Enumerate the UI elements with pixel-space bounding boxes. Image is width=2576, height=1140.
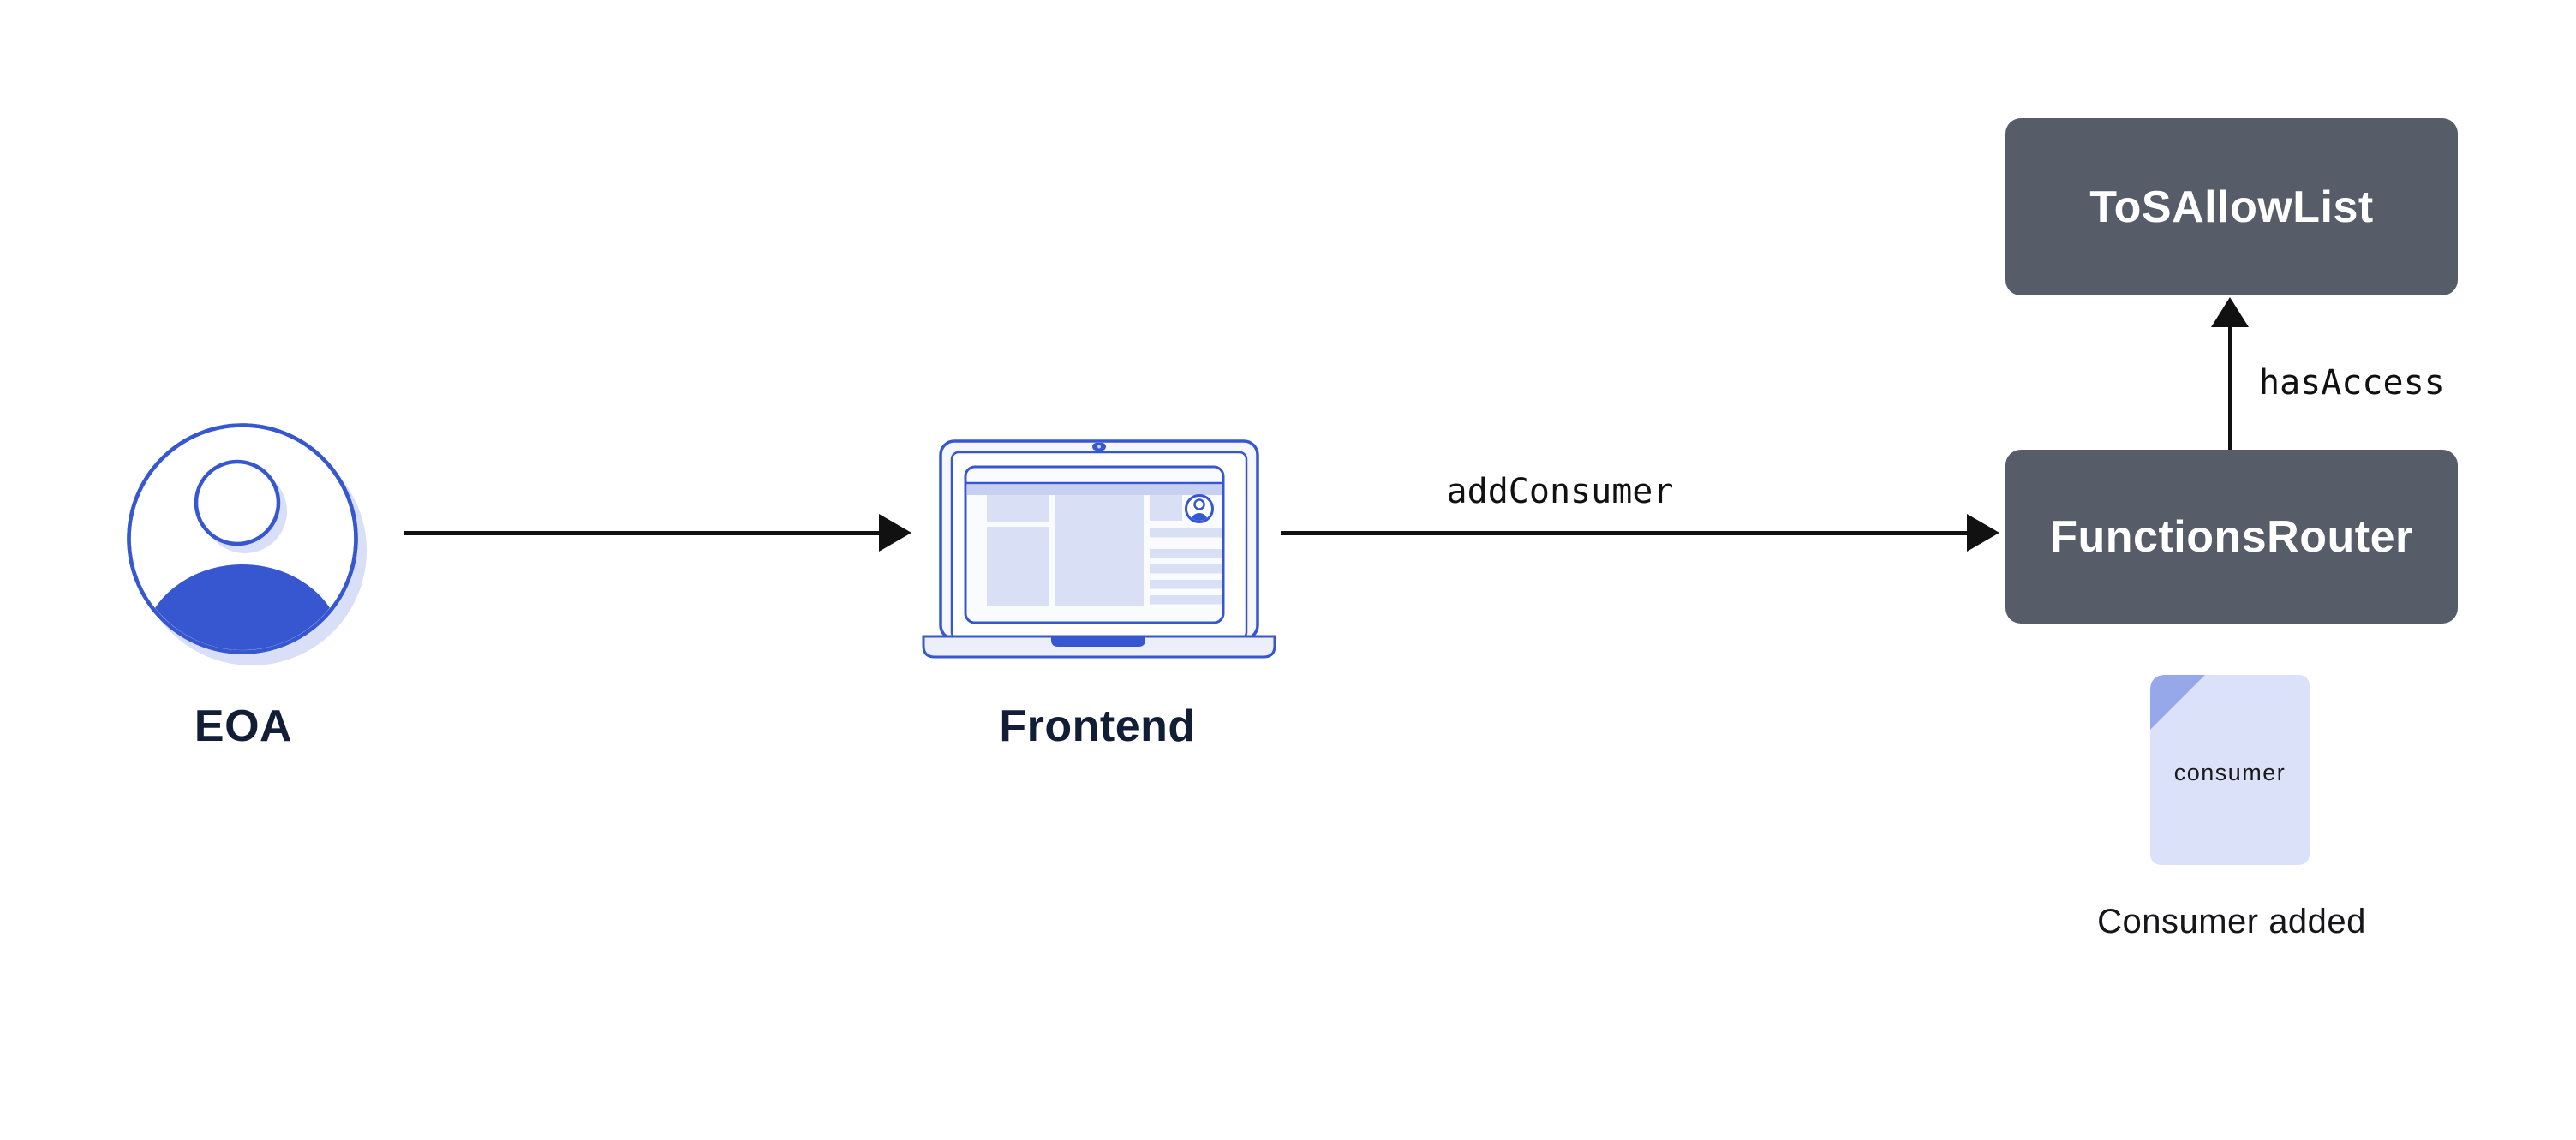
laptop-icon — [922, 439, 1276, 659]
arrow-frontend-to-router — [1281, 531, 1969, 535]
frontend-label: Frontend — [999, 701, 1196, 751]
edge-label-hasaccess: hasAccess — [2259, 363, 2445, 403]
arrow-eoa-to-frontend — [404, 531, 881, 535]
frontend-node — [917, 437, 1285, 664]
tos-allow-list-label: ToSAllowList — [2089, 182, 2374, 232]
arrowhead-eoa-to-frontend-icon — [879, 514, 911, 552]
functions-router-box: FunctionsRouter — [2005, 450, 2458, 624]
consumer-added-caption: Consumer added — [2097, 903, 2366, 940]
person-avatar-icon — [127, 423, 367, 665]
eoa-label: EOA — [194, 701, 293, 751]
arrowhead-router-to-tos-icon — [2211, 297, 2249, 327]
eoa-node — [120, 417, 377, 674]
consumer-doc-label: consumer — [2174, 760, 2286, 785]
consumer-doc-node: consumer — [2149, 673, 2311, 868]
arrow-router-to-tos — [2228, 324, 2232, 450]
tos-allow-list-box: ToSAllowList — [2005, 118, 2458, 295]
functions-router-label: FunctionsRouter — [2050, 511, 2413, 562]
document-icon: consumer — [2150, 675, 2310, 865]
edge-label-addconsumer: addConsumer — [1446, 472, 1674, 511]
arrowhead-frontend-to-router-icon — [1967, 514, 1999, 552]
